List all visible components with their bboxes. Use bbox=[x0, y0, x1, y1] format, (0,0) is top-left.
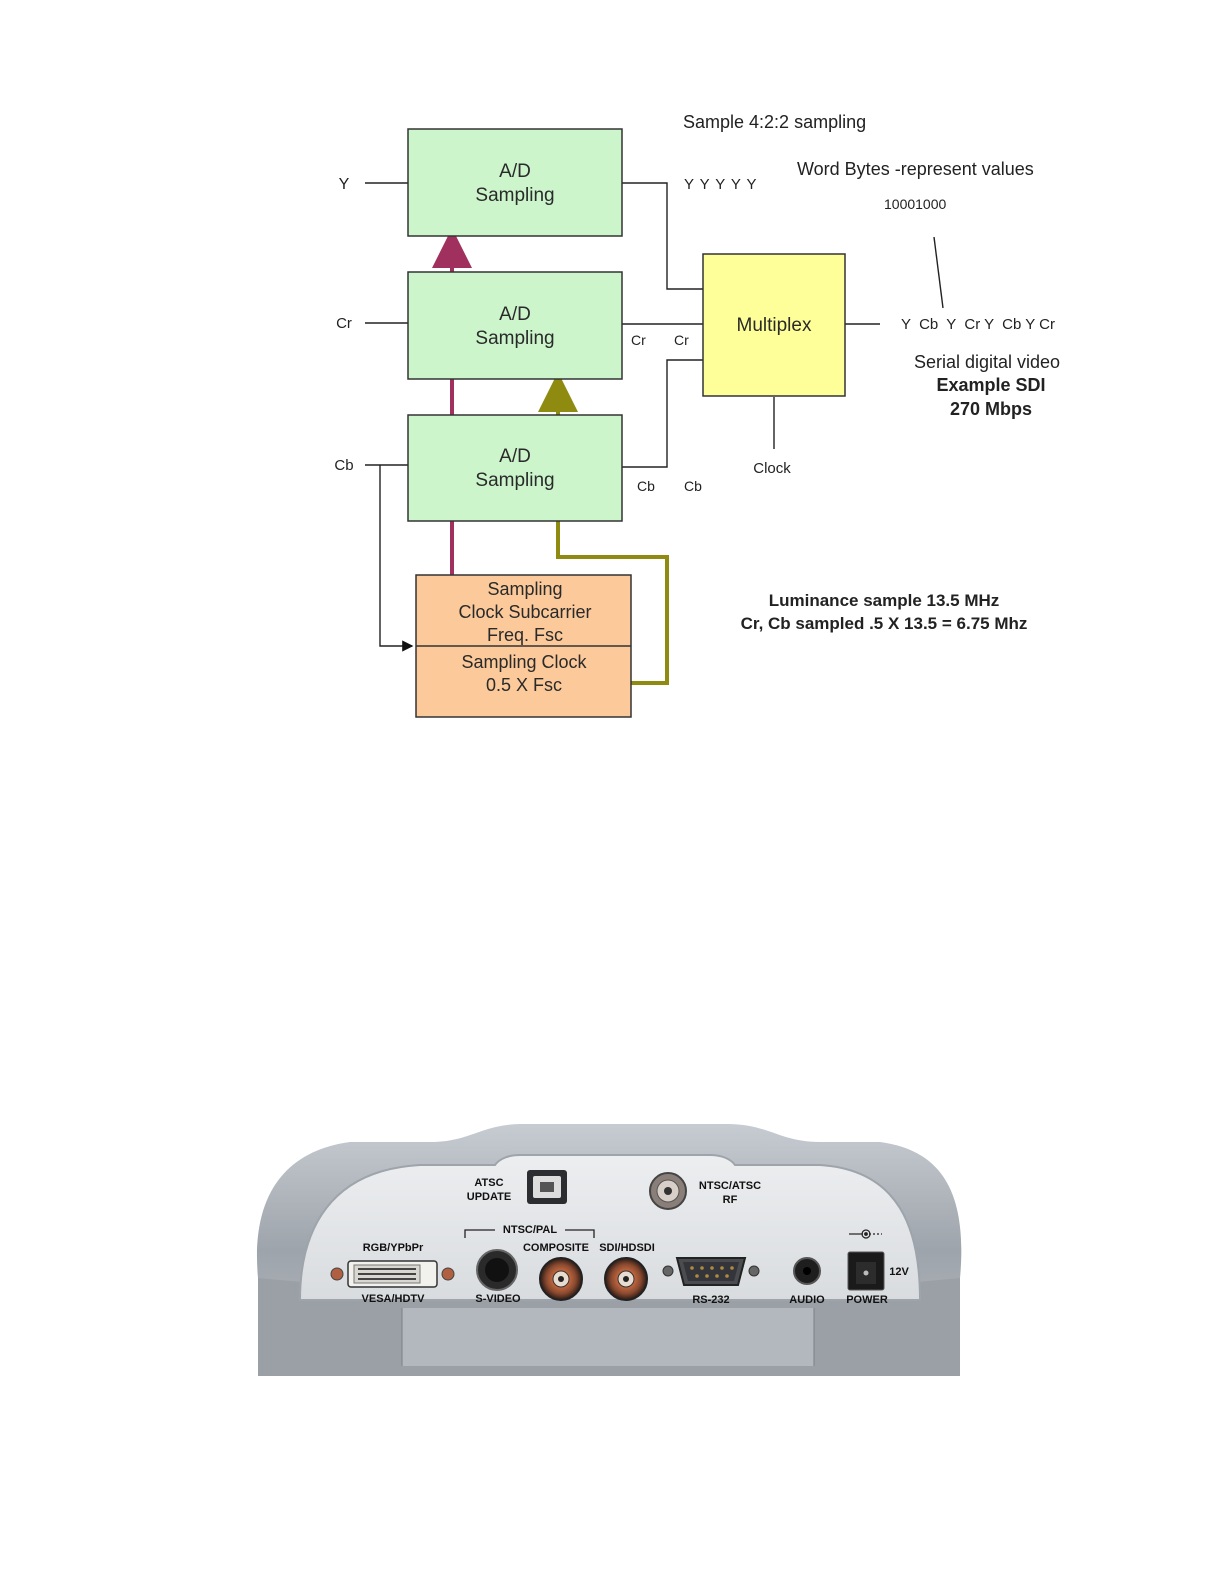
ntsc-atsc-label-1: NTSC/ATSC bbox=[699, 1180, 761, 1192]
dc-power-jack-icon bbox=[847, 1251, 885, 1291]
stream-label-cb-1: Cb bbox=[637, 478, 655, 494]
adc-cb-line2: Sampling bbox=[475, 470, 554, 491]
stream-label-cr-2: Cr bbox=[674, 332, 689, 348]
input-label-y: Y bbox=[339, 176, 350, 193]
rgb-ypbpr-label: RGB/YPbPr bbox=[363, 1242, 424, 1254]
atsc-update-label-1: ATSC bbox=[474, 1177, 503, 1189]
output-sequence: Y Cb Y Cr Y Cb Y Cr bbox=[901, 316, 1055, 333]
rf-bnc-connector-icon bbox=[649, 1172, 687, 1210]
sampling-title: Sample 4:2:2 sampling bbox=[683, 112, 866, 132]
composite-label: COMPOSITE bbox=[523, 1242, 589, 1254]
rs232-label: RS-232 bbox=[692, 1294, 729, 1306]
multiplex-block: Multiplex bbox=[702, 253, 846, 397]
serial-title: Serial digital video bbox=[914, 352, 1060, 372]
audio-label: AUDIO bbox=[789, 1294, 825, 1306]
db9-port-icon bbox=[662, 1257, 760, 1286]
clock-lower-line2: 0.5 X Fsc bbox=[486, 675, 562, 695]
luminance-note: Luminance sample 13.5 MHz bbox=[769, 591, 1000, 610]
power-label: POWER bbox=[846, 1294, 888, 1306]
word-bytes-label: Word Bytes -represent values bbox=[797, 159, 1034, 179]
sdi-hdsdi-label: SDI/HDSDI bbox=[599, 1242, 655, 1254]
audio-jack-icon bbox=[793, 1257, 821, 1285]
adc-block-y: A/D Sampling bbox=[407, 128, 623, 237]
binary-word: 10001000 bbox=[884, 196, 947, 212]
serial-example: Example SDI bbox=[936, 375, 1045, 395]
s-video-label: S-VIDEO bbox=[475, 1293, 521, 1305]
device-shell bbox=[256, 1124, 962, 1376]
clock-upper-line2: Clock Subcarrier bbox=[458, 602, 591, 622]
input-label-cr: Cr bbox=[336, 315, 352, 332]
vesa-hdtv-label: VESA/HDTV bbox=[362, 1293, 426, 1305]
stream-label-yyyyy: Y Y Y Y Y bbox=[684, 176, 758, 193]
adc-cb-line1: A/D bbox=[499, 446, 531, 467]
s-video-port-icon bbox=[476, 1249, 518, 1291]
clock-lower-line1: Sampling Clock bbox=[461, 652, 587, 672]
atsc-update-label-2: UPDATE bbox=[467, 1191, 511, 1203]
stream-label-cr-1: Cr bbox=[631, 332, 646, 348]
usb-port-icon bbox=[527, 1170, 567, 1204]
stream-label-cb-2: Cb bbox=[684, 478, 702, 494]
ntsc-pal-bracket bbox=[464, 1229, 595, 1238]
adc-block-cr: A/D Sampling bbox=[407, 271, 623, 380]
ntsc-atsc-label-2: RF bbox=[723, 1194, 738, 1206]
clock-upper-line3: Freq. Fsc bbox=[487, 625, 563, 645]
adc-y-line1: A/D bbox=[499, 161, 531, 182]
sampling-block-diagram: A/D Sampling A/D Sampling A/D Sampling S… bbox=[334, 112, 1060, 718]
adc-block-cb: A/D Sampling bbox=[407, 414, 623, 522]
multiplex-label: Multiplex bbox=[737, 315, 812, 336]
ntsc-pal-label: NTSC/PAL bbox=[503, 1224, 557, 1236]
adc-cr-line2: Sampling bbox=[475, 328, 554, 349]
clock-input-label: Clock bbox=[753, 460, 791, 477]
connection-lines bbox=[365, 182, 944, 652]
voltage-label: 12V bbox=[889, 1266, 909, 1278]
serial-rate: 270 Mbps bbox=[950, 399, 1032, 419]
adc-y-line2: Sampling bbox=[475, 185, 554, 206]
sampling-clock-block: Sampling Clock Subcarrier Freq. Fsc Samp… bbox=[415, 574, 632, 718]
input-label-cb: Cb bbox=[334, 457, 353, 474]
sdi-bnc-connector-icon bbox=[604, 1257, 648, 1301]
adc-cr-line1: A/D bbox=[499, 304, 531, 325]
clock-lines bbox=[432, 228, 669, 685]
composite-bnc-connector-icon bbox=[539, 1257, 583, 1301]
polarity-symbol-icon bbox=[849, 1229, 882, 1239]
clock-upper-line1: Sampling bbox=[487, 579, 562, 599]
chroma-note: Cr, Cb sampled .5 X 13.5 = 6.75 Mhz bbox=[741, 614, 1028, 633]
dvi-port-icon bbox=[330, 1260, 455, 1288]
